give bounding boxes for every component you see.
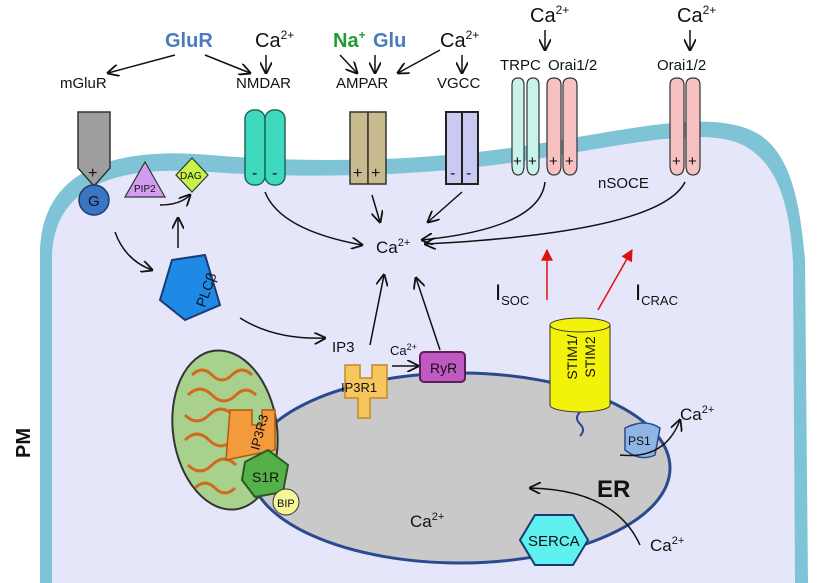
svg-text:SERCA: SERCA (528, 533, 580, 550)
arrow-pip2-dag (159, 195, 190, 205)
arrow-nmdar-ca (264, 191, 362, 245)
ca-label-nmdar: Ca2+ (255, 28, 294, 52)
arrow-plcb-ip3 (239, 317, 325, 338)
mglur-label: mGluR (60, 75, 107, 92)
er-ca-label: Ca2+ (410, 511, 444, 531)
ampar-channel: + + (349, 111, 387, 185)
svg-text:-: - (252, 165, 257, 182)
svg-text:+: + (549, 153, 558, 170)
svg-text:BIP: BIP (277, 498, 295, 510)
nmdar-channel: - - (244, 109, 286, 186)
pm-label: PM (13, 428, 35, 458)
orai-channel-1: + + (546, 77, 578, 176)
svg-text:IP3R1: IP3R1 (341, 380, 377, 395)
glur-label: GluR (165, 30, 213, 52)
arrow-trpc-ca (422, 181, 546, 240)
dag-molecule: DAG (175, 157, 209, 193)
svg-text:STIM2: STIM2 (582, 336, 598, 377)
s1r-protein: S1R (240, 448, 290, 499)
ip3-label: IP3 (332, 339, 355, 356)
svg-text:+: + (371, 165, 380, 182)
svg-text:+: + (672, 153, 681, 170)
ca-label-ampar: Ca2+ (440, 28, 479, 52)
ryr-receptor: RyR (419, 351, 466, 383)
ip3r3-receptor: IP3R3 (225, 409, 276, 461)
svg-text:+: + (513, 153, 522, 170)
trpc-channel: + + (511, 77, 540, 176)
svg-text:+: + (88, 165, 97, 182)
svg-text:DAG: DAG (180, 171, 202, 182)
ps1-ca-label: Ca2+ (680, 404, 714, 424)
arrow-orai-ca (425, 181, 686, 244)
svg-text:-: - (272, 165, 277, 182)
svg-text:+: + (565, 153, 574, 170)
trpc-label: TRPC (500, 57, 541, 74)
ampar-label: AMPAR (336, 75, 388, 92)
arrow-na-ampar (339, 54, 357, 73)
plcb-enzyme: PLCβ (158, 253, 222, 322)
pip2-molecule: PIP2 (123, 160, 167, 198)
arrow-vgcc-ca (428, 191, 463, 222)
mglur-receptor: + G (77, 111, 111, 216)
svg-text:+: + (528, 153, 537, 170)
serca-ca-label: Ca2+ (650, 535, 684, 555)
arrow-ca-ampar (398, 49, 441, 73)
ca-label-orai: Ca2+ (677, 3, 716, 27)
vgcc-label: VGCC (437, 75, 481, 92)
bip-protein: BIP (272, 488, 300, 516)
arrow-ip3r1-ca (369, 275, 384, 346)
svg-text:+: + (353, 165, 362, 182)
svg-text:STIM1/: STIM1/ (564, 334, 580, 379)
svg-text:PIP2: PIP2 (134, 184, 156, 195)
arrow-ps1-ca (619, 420, 680, 457)
icrac-label: ICRAC (635, 280, 678, 308)
ca-label-trpc: Ca2+ (530, 3, 569, 27)
svg-text:RyR: RyR (430, 360, 457, 376)
svg-text:G: G (88, 193, 100, 210)
ps1-protein: PS1 (624, 422, 661, 459)
svg-text:-: - (450, 165, 455, 182)
svg-text:-: - (466, 165, 471, 182)
svg-text:PS1: PS1 (628, 434, 651, 448)
arrow-glur-mglur (108, 54, 176, 73)
arrow-ampar-ca (372, 194, 380, 222)
er-label: ER (597, 476, 630, 503)
svg-text:+: + (688, 153, 697, 170)
ip3r1-receptor: IP3R1 (341, 364, 388, 419)
arrow-g-plcb (114, 231, 152, 270)
arrow-icrac (597, 248, 633, 311)
orai-channel-2: + + (669, 77, 701, 176)
svg-text:S1R: S1R (252, 469, 279, 485)
arrow-ryr-ca (416, 278, 441, 351)
cytosolic-ca-label: Ca2+ (376, 237, 410, 257)
vgcc-channel: - - (445, 111, 479, 185)
orai-label-2: Orai1/2 (657, 57, 706, 74)
isoc-label: ISOC (495, 280, 529, 308)
nsoce-label: nSOCE (598, 175, 649, 192)
serca-pump: SERCA (518, 514, 590, 566)
na-label: Na+ (333, 28, 366, 52)
ryr-ca-label: Ca2+ (390, 342, 417, 358)
g-protein (78, 184, 110, 216)
nmdar-label: NMDAR (236, 75, 291, 92)
stim-protein: STIM1/ STIM2 (549, 317, 611, 437)
arrow-glur-nmdar (204, 54, 250, 73)
orai-label-1: Orai1/2 (548, 57, 597, 74)
arrow-serca (530, 488, 641, 546)
glu-label: Glu (373, 30, 406, 52)
